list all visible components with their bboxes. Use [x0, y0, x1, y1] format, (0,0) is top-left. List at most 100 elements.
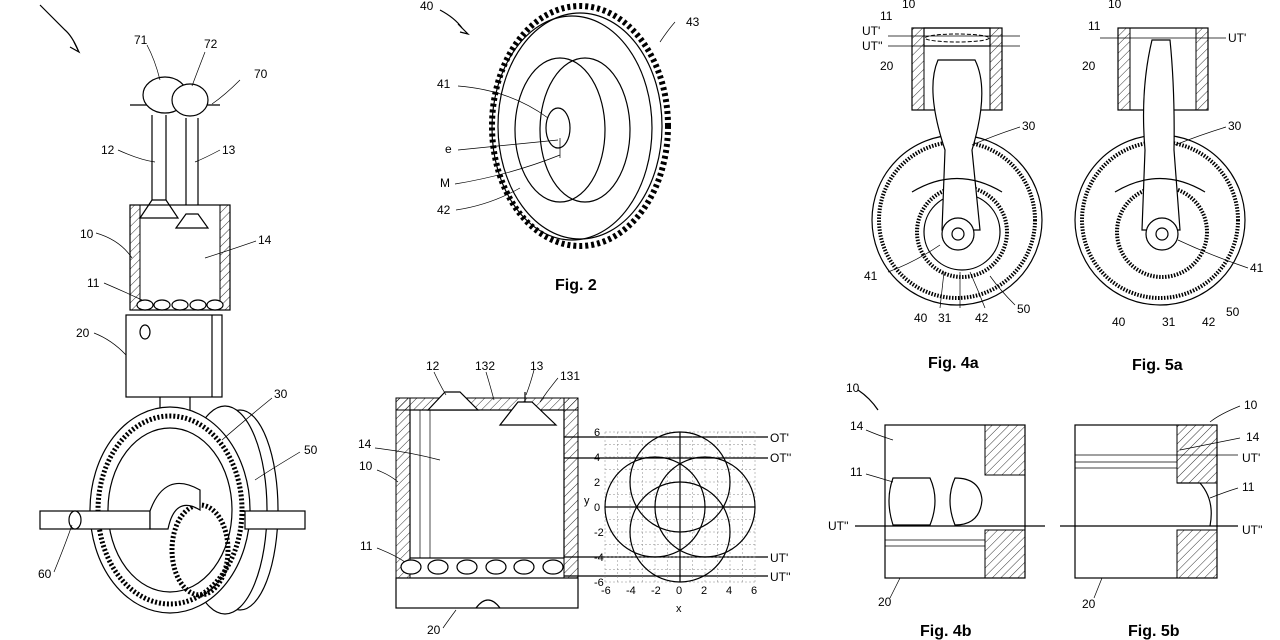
fig2-caption: Fig. 2 — [555, 277, 597, 294]
y-tick-label: -4 — [594, 552, 604, 564]
x-tick-label: -2 — [651, 585, 661, 597]
ref-label: 31 — [1162, 315, 1176, 329]
fig3-valve-12 — [426, 391, 480, 411]
fig4b-cylinder — [884, 424, 1026, 579]
ref-label: OT' — [770, 431, 789, 445]
ref-label: UT'' — [770, 570, 791, 584]
ref-label: 42 — [975, 311, 989, 325]
fig4a-pin-41 — [951, 227, 965, 241]
ref-label: 14 — [850, 419, 864, 433]
ref-label: 12 — [101, 143, 115, 157]
fig4a-caption: Fig. 4a — [928, 355, 979, 372]
ref-label: 72 — [204, 37, 218, 51]
ref-label: 11 — [1088, 19, 1101, 33]
fig1-arrowhead — [69, 41, 81, 54]
ref-label: UT'' — [862, 39, 883, 53]
ref-label: 13 — [530, 359, 544, 373]
ref-label: 41 — [437, 77, 451, 91]
y-tick-label: -6 — [594, 577, 604, 589]
figure-5b: 10 14 UT' 11 UT'' 20 Fig. 5b — [1060, 398, 1263, 640]
ref-label: 131 — [560, 369, 580, 383]
ref-label: 20 — [878, 595, 892, 609]
figure-4a: 10 11 UT' UT'' 20 30 41 40 31 42 50 Fig.… — [862, 0, 1043, 372]
fig5a-pin-41 — [1155, 227, 1169, 241]
fig1-piston-20 — [125, 314, 223, 398]
figure-2: 40 43 41 e M 42 Fig. 2 — [420, 0, 700, 294]
ref-label: 14 — [1246, 430, 1260, 444]
fig3-piston-20 — [395, 577, 579, 609]
figure-1: 71 72 70 12 13 10 14 11 20 30 50 60 — [38, 4, 318, 615]
figure-4b: 10 14 11 UT'' 20 Fig. 4b — [828, 381, 1045, 640]
ref-label: UT' — [862, 24, 880, 38]
ref-label: 60 — [38, 567, 52, 581]
y-tick-label: -2 — [594, 527, 604, 539]
fig4b-caption: Fig. 4b — [920, 623, 972, 640]
x-tick-label: -6 — [601, 585, 611, 597]
ref-label: 50 — [1226, 305, 1240, 319]
ref-label: 70 — [254, 67, 268, 81]
ref-label: 11 — [87, 276, 100, 290]
ref-label: 43 — [686, 15, 700, 29]
y-tick-label: 4 — [594, 452, 600, 464]
x-axis-label: x — [676, 603, 682, 615]
fig3-chamber-14 — [409, 409, 565, 559]
ref-label: 10 — [1244, 398, 1258, 412]
ref-label: 20 — [1082, 597, 1096, 611]
ref-label: 31 — [938, 311, 952, 325]
ref-label: UT' — [770, 551, 788, 565]
fig1-balls-11 — [136, 299, 224, 311]
ref-label: UT'' — [828, 519, 849, 533]
ref-label: 13 — [222, 143, 236, 157]
ref-label: 40 — [1112, 315, 1126, 329]
x-tick-label: 6 — [751, 585, 757, 597]
ref-label: 20 — [1082, 59, 1096, 73]
ref-label: 11 — [880, 9, 893, 23]
ref-label: 41 — [1250, 261, 1264, 275]
ref-label: 71 — [134, 33, 148, 47]
y-tick-label: 0 — [594, 502, 600, 514]
ref-label: 20 — [76, 326, 90, 340]
ref-label: 10 — [846, 381, 860, 395]
x-tick-label: -4 — [626, 585, 636, 597]
ref-label: 10 — [359, 459, 373, 473]
ref-label: 30 — [1228, 119, 1242, 133]
ref-label: UT'' — [1242, 523, 1263, 537]
x-tick-label: 2 — [701, 585, 707, 597]
ref-label: 50 — [304, 443, 318, 457]
ref-label: 10 — [1108, 0, 1122, 11]
x-tick-label: 4 — [726, 585, 732, 597]
ref-label: 50 — [1017, 302, 1031, 316]
fig1-arrow — [39, 4, 79, 51]
fig3-balls-11 — [400, 559, 564, 575]
fig1-cylinder-10 — [129, 204, 231, 311]
ref-label: 42 — [437, 203, 451, 217]
fig5a-connecting-rod-30 — [1141, 39, 1181, 231]
ref-label: 41 — [864, 269, 878, 283]
x-tick-label: 0 — [676, 585, 682, 597]
fig5a-caption: Fig. 5a — [1132, 357, 1183, 374]
fig1-shaft-60 — [39, 510, 151, 530]
ref-label: UT' — [1242, 451, 1260, 465]
ref-label: 12 — [426, 359, 440, 373]
ref-label: 20 — [427, 623, 441, 637]
ref-label: 132 — [475, 359, 495, 373]
fig5b-cylinder — [1074, 424, 1218, 579]
ref-label: UT' — [1228, 31, 1246, 45]
figure-5a: 10 11 UT' 20 30 41 40 31 42 50 Fig. 5a — [1074, 0, 1264, 374]
fig3-valve-13 — [498, 401, 558, 426]
ref-label: M — [440, 176, 450, 190]
y-tick-label: 6 — [594, 427, 600, 439]
ref-label: 40 — [420, 0, 434, 13]
ref-label: e — [445, 142, 452, 156]
ref-label: 10 — [902, 0, 916, 11]
ref-label: 11 — [850, 465, 863, 479]
fig5b-caption: Fig. 5b — [1128, 623, 1180, 640]
ref-label: 40 — [914, 311, 928, 325]
ref-label: 11 — [360, 539, 373, 553]
ref-label: 10 — [80, 227, 94, 241]
fig1-link-72 — [171, 83, 209, 117]
ref-label: 14 — [258, 233, 272, 247]
